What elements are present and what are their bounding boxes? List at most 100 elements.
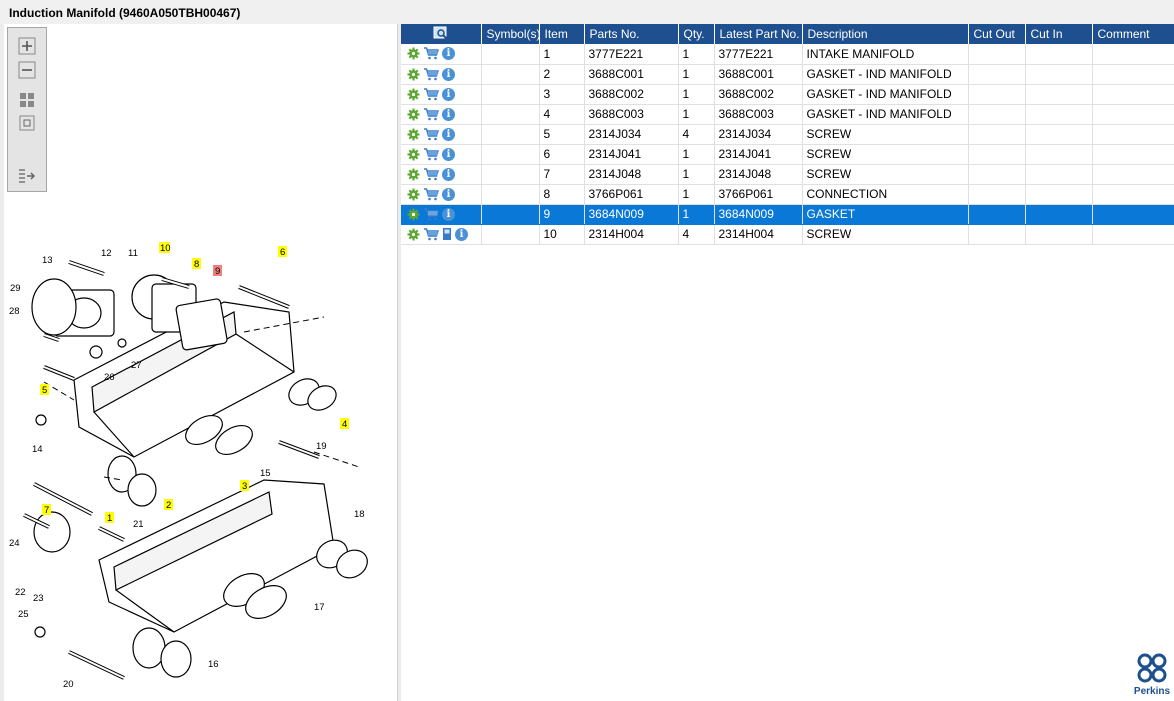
- info-icon[interactable]: i: [442, 187, 455, 201]
- fit-grid-button[interactable]: [15, 90, 39, 110]
- callout-20[interactable]: 20: [63, 679, 74, 690]
- callout-18[interactable]: 18: [354, 509, 365, 520]
- cart-icon[interactable]: [423, 87, 439, 101]
- callout-8[interactable]: 8: [194, 259, 199, 270]
- header-parts-no[interactable]: Parts No.: [584, 24, 679, 44]
- gear-icon[interactable]: [407, 188, 420, 201]
- callout-1[interactable]: 1: [107, 513, 112, 524]
- cell-item: 7: [539, 164, 585, 185]
- callout-14[interactable]: 14: [32, 444, 43, 455]
- header-description[interactable]: Description: [802, 24, 969, 44]
- callout-26[interactable]: 26: [104, 372, 115, 383]
- info-icon[interactable]: i: [442, 47, 455, 61]
- cart-icon[interactable]: [423, 187, 439, 201]
- diagram-pane[interactable]: 10 8 9 6 5 4 3 2 7 1 12 11 13 29 28 27 2…: [4, 24, 398, 701]
- header-item[interactable]: Item: [539, 24, 585, 44]
- header-cut-in[interactable]: Cut In: [1025, 24, 1093, 44]
- cart-icon[interactable]: [423, 127, 439, 141]
- callout-17[interactable]: 17: [314, 602, 325, 613]
- info-icon[interactable]: i: [442, 207, 455, 221]
- list-export-icon: [19, 169, 36, 183]
- callout-29[interactable]: 29: [10, 283, 21, 294]
- window-title-bar: Induction Manifold (9460A050TBH00467): [0, 0, 1174, 24]
- callout-16[interactable]: 16: [208, 659, 219, 670]
- callout-11[interactable]: 11: [128, 248, 138, 259]
- cart-icon[interactable]: [423, 107, 439, 121]
- header-search[interactable]: [401, 24, 482, 44]
- book-icon[interactable]: [442, 227, 452, 241]
- cell-cut-out: [968, 164, 1026, 185]
- cart-icon[interactable]: [423, 167, 439, 181]
- callout-24[interactable]: 24: [9, 538, 20, 549]
- callout-6[interactable]: 6: [280, 247, 285, 258]
- cell-description: SCREW: [802, 124, 969, 145]
- header-qty[interactable]: Qty.: [678, 24, 715, 44]
- gear-icon[interactable]: [407, 88, 420, 101]
- gear-icon[interactable]: [407, 68, 420, 81]
- callout-28[interactable]: 28: [9, 306, 20, 317]
- perkins-logo-icon: [1137, 653, 1167, 683]
- info-icon[interactable]: i: [455, 227, 468, 241]
- info-icon[interactable]: i: [442, 87, 455, 101]
- callout-7[interactable]: 7: [44, 505, 49, 516]
- actual-size-button[interactable]: [15, 113, 39, 133]
- callout-2[interactable]: 2: [166, 500, 171, 511]
- gear-icon[interactable]: [407, 228, 420, 241]
- callout-3[interactable]: 3: [242, 481, 247, 492]
- row-actions: i: [401, 84, 482, 105]
- callout-4[interactable]: 4: [342, 419, 347, 430]
- callout-5[interactable]: 5: [42, 385, 47, 396]
- info-icon[interactable]: i: [442, 67, 455, 81]
- gear-icon[interactable]: [407, 128, 420, 141]
- info-icon[interactable]: i: [442, 147, 455, 161]
- gear-icon[interactable]: [407, 108, 420, 121]
- list-export-button[interactable]: [15, 166, 39, 186]
- gear-icon[interactable]: [407, 47, 420, 60]
- callout-21[interactable]: 21: [133, 519, 144, 530]
- cell-comment: [1092, 144, 1174, 165]
- cart-icon[interactable]: [423, 67, 439, 81]
- info-icon[interactable]: i: [442, 107, 455, 121]
- info-icon[interactable]: i: [442, 127, 455, 141]
- header-cut-out[interactable]: Cut Out: [968, 24, 1026, 44]
- cell-comment: [1092, 104, 1174, 125]
- cell-cut-in: [1025, 164, 1093, 185]
- callout-23[interactable]: 23: [33, 593, 44, 604]
- zoom-out-button[interactable]: [15, 60, 39, 80]
- header-comment[interactable]: Comment: [1092, 24, 1174, 44]
- callout-9[interactable]: 9: [215, 266, 220, 277]
- callout-10[interactable]: 10: [160, 243, 171, 254]
- exploded-parts-diagram[interactable]: 10 8 9 6 5 4 3 2 7 1 12 11 13 29 28 27 2…: [4, 212, 398, 701]
- header-symbols[interactable]: Symbol(s): [481, 24, 540, 44]
- callout-22[interactable]: 22: [15, 587, 26, 598]
- cell-item: 3: [539, 84, 585, 105]
- cell-comment: [1092, 204, 1174, 225]
- callout-25[interactable]: 25: [18, 609, 29, 620]
- callout-19[interactable]: 19: [316, 441, 327, 452]
- zoom-in-button[interactable]: [15, 36, 39, 56]
- info-icon[interactable]: i: [442, 167, 455, 181]
- cell-parts-no: 3688C003: [584, 104, 679, 125]
- callout-15[interactable]: 15: [260, 468, 271, 479]
- callout-12[interactable]: 12: [101, 248, 112, 259]
- gear-icon[interactable]: [407, 168, 420, 181]
- callout-27[interactable]: 27: [131, 360, 142, 371]
- header-latest-part-no[interactable]: Latest Part No.: [714, 24, 803, 44]
- callout-13[interactable]: 13: [42, 255, 53, 266]
- gear-icon[interactable]: [407, 208, 420, 221]
- gear-icon[interactable]: [407, 148, 420, 161]
- cart-icon[interactable]: [423, 207, 439, 221]
- cart-icon[interactable]: [423, 227, 439, 241]
- cart-icon[interactable]: [423, 47, 439, 60]
- cart-icon[interactable]: [423, 147, 439, 161]
